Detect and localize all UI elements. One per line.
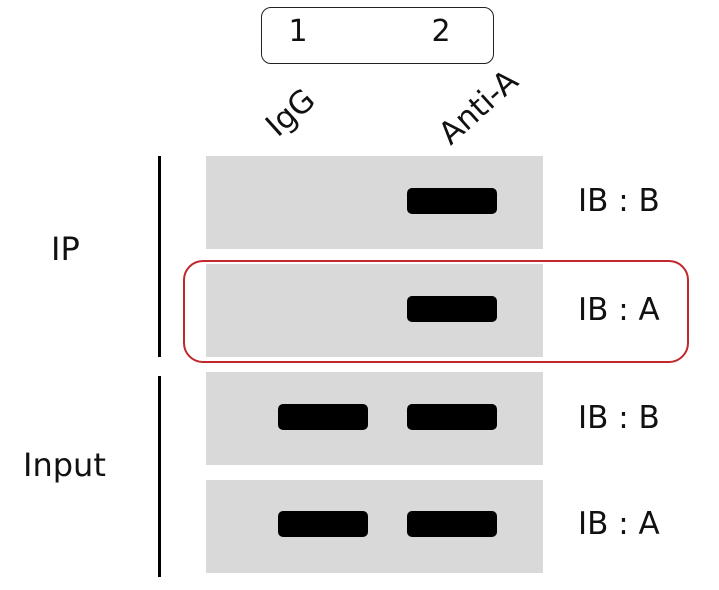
- band-ip-ib-b-lane2: [407, 188, 497, 214]
- group-label-ip: IP: [51, 230, 80, 268]
- ib-label-row4: IB : A: [578, 506, 660, 542]
- band-ip-ib-a-lane2: [407, 296, 497, 322]
- ib-label-row1: IB : B: [578, 183, 660, 219]
- band-input-ib-b-lane2: [407, 404, 497, 430]
- input-bracket-line: [158, 376, 161, 577]
- ib-label-row3: IB : B: [578, 400, 660, 436]
- band-input-ib-a-lane2: [407, 511, 497, 537]
- column-label-anti-a: Anti-A: [431, 62, 526, 152]
- group-label-input: Input: [23, 446, 106, 484]
- highlight-box: [183, 260, 689, 363]
- lane-number-box: [261, 7, 494, 64]
- lane-number-1: 1: [288, 14, 308, 49]
- column-label-igg: IgG: [258, 81, 323, 144]
- band-input-ib-a-lane1: [278, 511, 368, 537]
- ib-label-row2: IB : A: [578, 292, 660, 328]
- lane-number-2: 2: [431, 14, 451, 49]
- band-input-ib-b-lane1: [278, 404, 368, 430]
- ip-bracket-line: [158, 156, 161, 357]
